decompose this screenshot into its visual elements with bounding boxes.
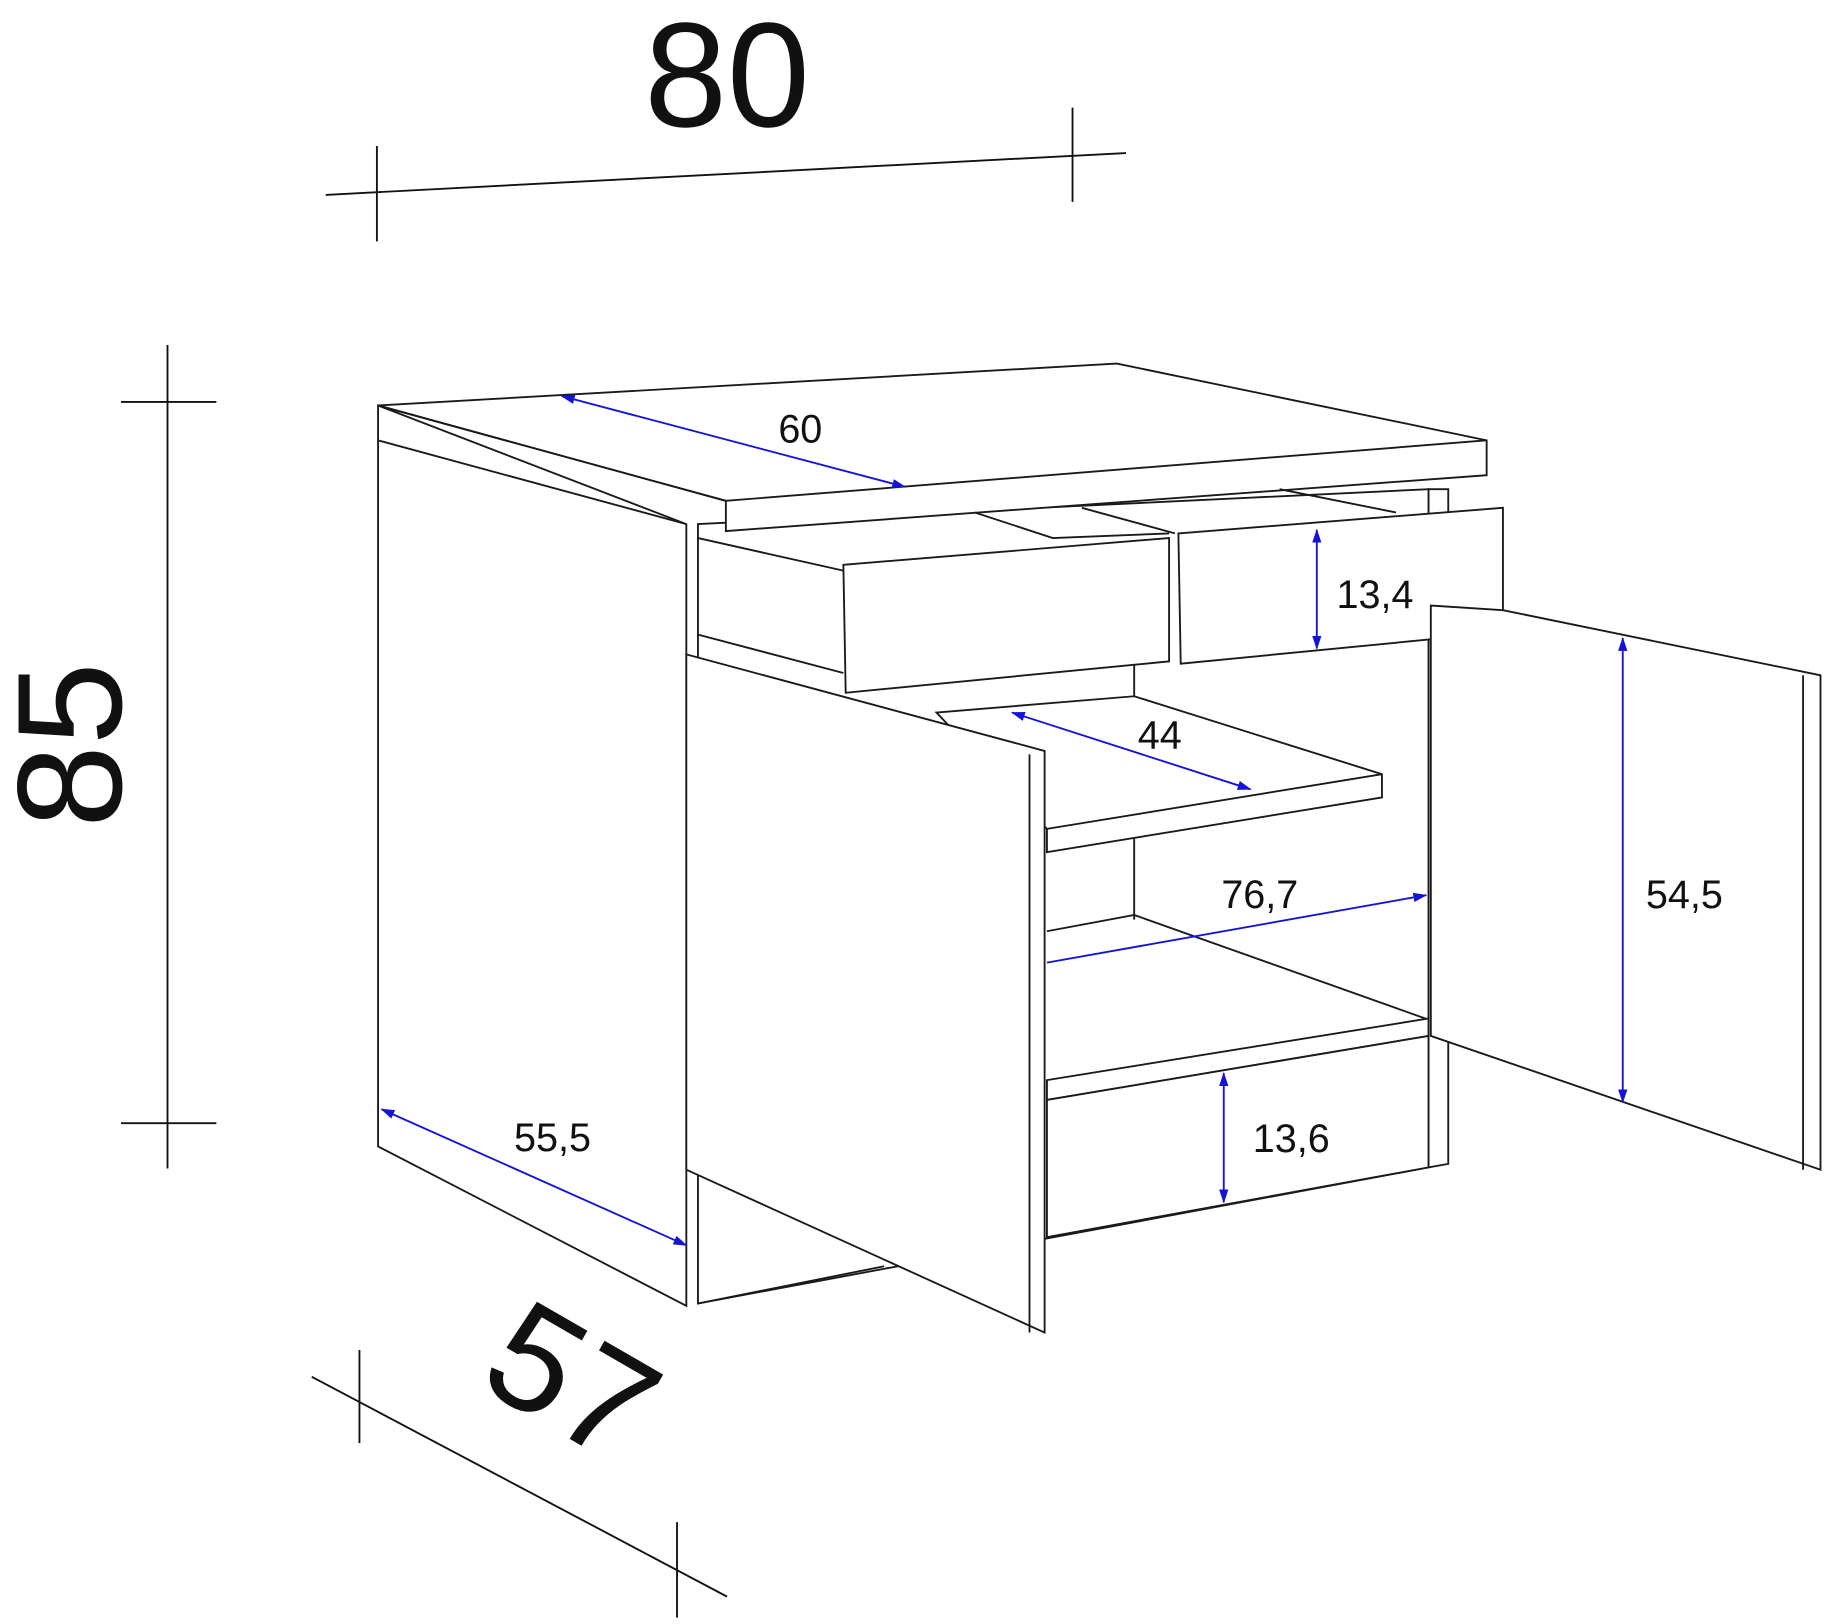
top-depth-arrow — [560, 394, 907, 489]
drawer-height-label: 13,4 — [1336, 573, 1413, 617]
shelf-depth-label: 44 — [1138, 714, 1182, 758]
top-depth-label: 60 — [778, 408, 822, 452]
depth-dimension: 57 — [311, 1267, 728, 1618]
shelf-depth-arrow — [1010, 711, 1252, 791]
width-dimension: 80 — [325, 0, 1127, 242]
inner-width-arrow — [1046, 892, 1428, 964]
left-drawer-front — [842, 537, 1171, 694]
door-height-label: 54,5 — [1646, 873, 1723, 917]
inner-width-label: 76,7 — [1221, 873, 1298, 917]
inner-dimensions: 60 13,4 44 76,7 54,5 55,5 13,6 — [380, 394, 1723, 1247]
left-side-panel — [377, 404, 688, 1308]
side-depth-label: 55,5 — [514, 1116, 591, 1160]
side-depth-arrow — [380, 1108, 688, 1247]
left-door — [685, 653, 1046, 1335]
height-dimension: 85 — [0, 344, 217, 1169]
cabinet — [377, 362, 1822, 1335]
height-label: 85 — [0, 662, 153, 828]
plinth-front — [1046, 1034, 1430, 1239]
plinth-height-label: 13,6 — [1253, 1117, 1330, 1161]
width-label: 80 — [644, 0, 810, 158]
depth-label: 57 — [459, 1267, 686, 1494]
right-door — [1429, 604, 1822, 1172]
